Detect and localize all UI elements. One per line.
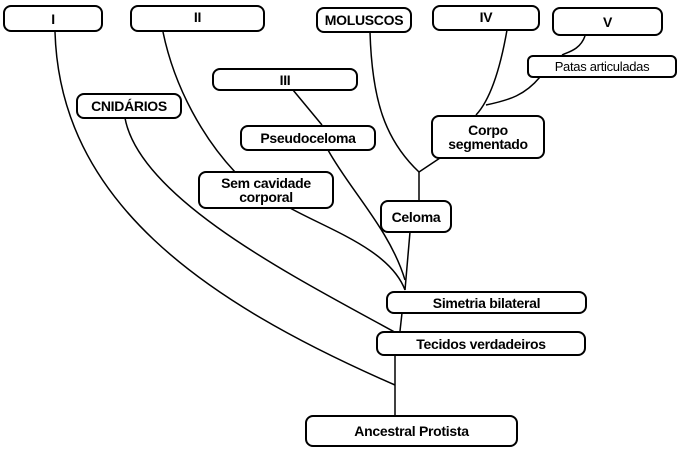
branch-patas	[485, 76, 541, 106]
trait-tecidos-verdadeiros: Tecidos verdadeiros	[376, 331, 586, 356]
branch-celoma	[404, 231, 411, 291]
branch-I	[54, 31, 396, 386]
branch-corpo	[418, 157, 441, 173]
tip-cnidarios: CNIDÁRIOS	[76, 93, 182, 119]
tip-moluscos: MOLUSCOS	[316, 7, 412, 33]
branch-II	[162, 31, 236, 173]
branch-simetria-tecidos	[399, 312, 403, 332]
tip-I: I	[3, 5, 103, 32]
tip-IV: IV	[432, 5, 540, 31]
trait-sem-cavidade-corporal: Sem cavidade corporal	[198, 171, 334, 209]
branch-IV	[475, 29, 508, 116]
tip-II: II	[130, 5, 265, 32]
tip-V: V	[552, 7, 663, 36]
branch-cnidarios	[124, 117, 401, 336]
trait-corpo-segmentado: Corpo segmentado	[431, 115, 545, 159]
branch-V	[561, 35, 586, 56]
trait-pseudoceloma: Pseudoceloma	[240, 125, 376, 151]
trait-patas-articuladas: Patas articuladas	[527, 55, 677, 78]
trait-celoma: Celoma	[380, 200, 452, 233]
tip-III: III	[212, 68, 358, 91]
branch-III	[292, 89, 323, 126]
branch-sem-cavidade	[289, 207, 406, 291]
root-ancestral-protista: Ancestral Protista	[305, 415, 518, 447]
trait-simetria-bilateral: Simetria bilateral	[386, 291, 587, 314]
branch-moluscos	[369, 31, 420, 173]
branch-pseudoceloma	[327, 149, 406, 281]
